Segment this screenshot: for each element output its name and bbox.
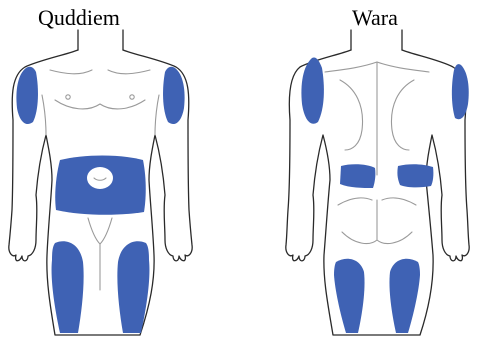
front-right-nipple	[130, 95, 134, 99]
front-arm-crease-right	[155, 95, 159, 135]
front-groin-line	[88, 218, 112, 290]
back-right-upper-arm-site	[452, 64, 469, 119]
back-right-flank-site	[397, 164, 433, 187]
front-arm-crease-left	[42, 95, 46, 135]
front-neck	[78, 30, 123, 50]
back-neck	[351, 30, 402, 50]
back-figure	[286, 30, 469, 335]
front-figure	[9, 30, 192, 335]
back-left-shoulder-blade	[340, 80, 363, 150]
back-right-thigh-site	[389, 259, 420, 333]
front-right-upper-arm-site	[163, 67, 185, 124]
front-left-thigh-site	[52, 241, 84, 333]
back-left-flank-site	[340, 164, 375, 188]
front-left-upper-arm-site	[16, 67, 38, 124]
back-buttocks	[342, 200, 412, 244]
back-left-upper-arm-site	[301, 57, 323, 123]
front-navel-exclusion	[87, 167, 113, 189]
front-collarbone	[50, 70, 150, 74]
front-left-nipple	[66, 95, 70, 99]
back-left-thigh-site	[334, 259, 365, 333]
front-chest-line	[55, 100, 145, 109]
back-right-shoulder-blade	[391, 80, 414, 150]
